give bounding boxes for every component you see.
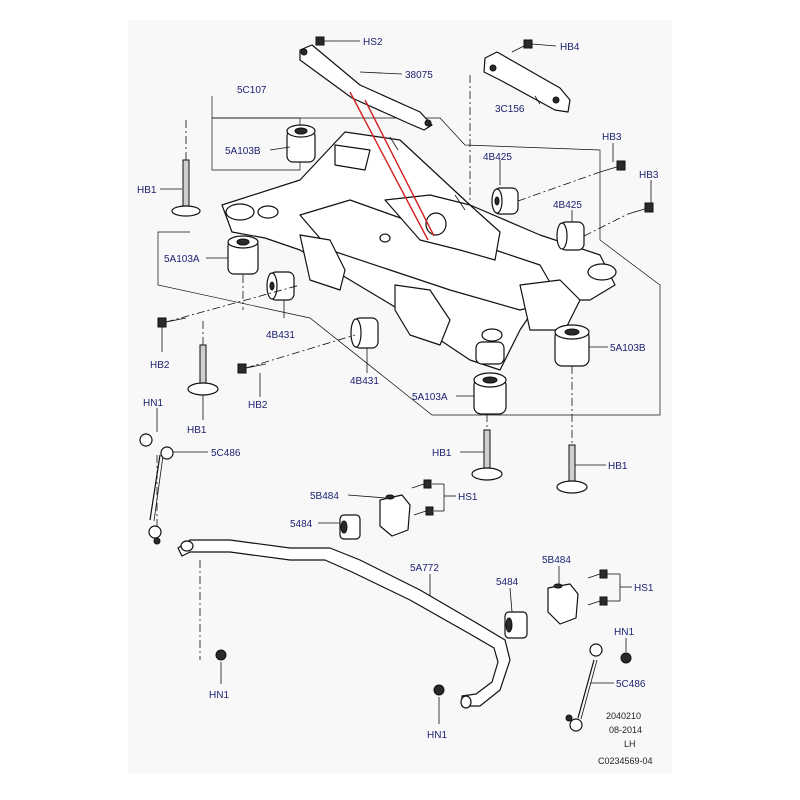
bolt-hb3-a xyxy=(599,160,626,173)
stabilizer-link-left xyxy=(139,433,174,545)
bracket-3c156 xyxy=(469,51,571,200)
assembly-lines xyxy=(156,120,629,660)
nut-hn1-c xyxy=(433,684,445,696)
footer-date: 08-2014 xyxy=(609,725,642,735)
stabilizer-bar xyxy=(177,539,511,709)
label-5a103a-mid: 5A103A xyxy=(412,392,448,403)
subframe-crossmember xyxy=(221,131,617,371)
label-4b425-a: 4B425 xyxy=(483,152,512,163)
bushing-5a103a-mid xyxy=(473,341,507,415)
label-hb1-left: HB1 xyxy=(137,185,157,196)
footer-code: 2040210 xyxy=(606,711,641,721)
label-38075: 38075 xyxy=(405,70,433,81)
nut-hn1-a xyxy=(215,649,227,661)
bushing-5a103b-right xyxy=(554,324,590,367)
bolt-hb2-a xyxy=(157,317,187,328)
label-4b431-b: 4B431 xyxy=(350,376,379,387)
bushing-4b431-b xyxy=(350,317,379,349)
bar-bushing-5484-a xyxy=(339,514,361,540)
label-5a772: 5A772 xyxy=(410,563,439,574)
label-4b425-b: 4B425 xyxy=(553,200,582,211)
label-hb3-b: HB3 xyxy=(639,170,659,181)
label-hs1-a: HS1 xyxy=(458,492,478,503)
bolts-hs1-a xyxy=(411,479,434,516)
label-5a103b-right: 5A103B xyxy=(610,343,646,354)
diagram-footer: 2040210 08-2014 LH C0234569-04 xyxy=(598,711,653,766)
bolt-hb1-left xyxy=(171,159,201,217)
label-hb2-b: HB2 xyxy=(248,400,268,411)
label-hs2: HS2 xyxy=(363,37,383,48)
label-hs1-b: HS1 xyxy=(634,583,654,594)
label-hb1-low-left: HB1 xyxy=(432,448,452,459)
bolt-hs2 xyxy=(315,36,334,46)
label-hn1-a: HN1 xyxy=(143,398,163,409)
bolt-hb1-low-left xyxy=(471,429,503,481)
label-hb1-mid: HB1 xyxy=(187,425,207,436)
label-hb2-a: HB2 xyxy=(150,360,170,371)
label-5b484-b: 5B484 xyxy=(542,555,571,566)
footer-side: LH xyxy=(624,739,636,749)
bar-clamp-5b484-a xyxy=(379,494,411,537)
label-hb3-a: HB3 xyxy=(602,132,622,143)
label-5b484-a: 5B484 xyxy=(310,491,339,502)
label-5c486-a: 5C486 xyxy=(211,448,241,459)
label-3c156: 3C156 xyxy=(495,104,525,115)
label-hn1-c: HN1 xyxy=(209,690,229,701)
label-4b431-a: 4B431 xyxy=(266,330,295,341)
bushing-5a103b-top xyxy=(286,124,316,163)
label-hb1-low-right: HB1 xyxy=(608,461,628,472)
label-5c486-b: 5C486 xyxy=(616,679,646,690)
label-hn1-d: HN1 xyxy=(427,730,447,741)
subframe-outline xyxy=(157,96,661,416)
label-hb4: HB4 xyxy=(560,42,580,53)
strut-38075 xyxy=(299,44,433,131)
label-hn1-b: HN1 xyxy=(614,627,634,638)
stabilizer-link-right xyxy=(565,643,603,732)
bushing-4b425-b xyxy=(556,221,585,251)
highlight-lines xyxy=(349,91,435,241)
bolts-hs1-b xyxy=(587,569,608,606)
nut-hn1-b xyxy=(620,652,632,664)
label-5c107: 5C107 xyxy=(237,85,267,96)
bar-bushing-5484-b xyxy=(504,611,528,639)
label-5a103a-left: 5A103A xyxy=(164,254,200,265)
bolt-hb3-b xyxy=(627,202,654,215)
bolt-hb2-b xyxy=(237,363,267,374)
bushing-4b431-a xyxy=(266,271,295,301)
bushing-5a103a-left xyxy=(227,235,259,275)
bolt-hb1-low-right xyxy=(556,444,588,494)
bushing-4b425-a xyxy=(491,187,519,215)
footer-ref: C0234569-04 xyxy=(598,756,653,766)
callout-labels: HS2 38075 HB4 3C156 5C107 5A103B HB1 4B4… xyxy=(137,37,659,741)
bar-clamp-5b484-b xyxy=(547,583,579,625)
leader-lines xyxy=(156,40,652,724)
label-5484-a: 5484 xyxy=(290,519,313,530)
bolt-hb1-mid xyxy=(187,344,219,396)
label-5a103b-top: 5A103B xyxy=(225,146,261,157)
bolt-hb4 xyxy=(511,39,533,53)
label-5484-b: 5484 xyxy=(496,577,519,588)
